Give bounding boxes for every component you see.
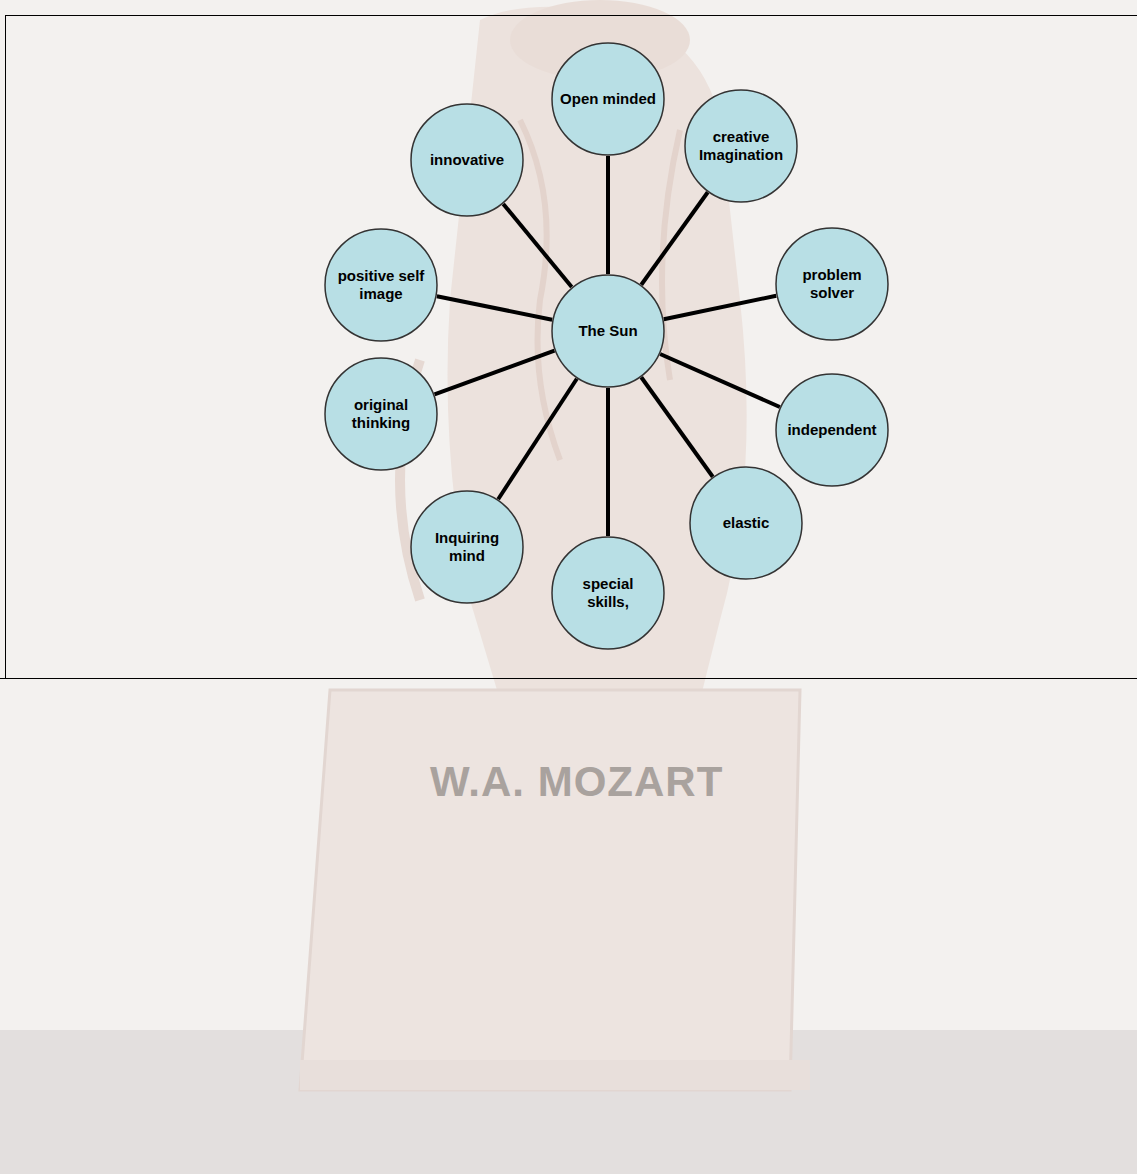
- pedestal-inscription: W.A. MOZART: [430, 758, 723, 806]
- node-text: positive self image: [333, 267, 429, 303]
- trait-circle: Inquiring mind: [410, 490, 524, 604]
- node-text: original thinking: [333, 396, 429, 432]
- spoke-line: [503, 204, 571, 287]
- node-text: special skills,: [560, 575, 656, 611]
- spoke-line: [641, 192, 707, 284]
- trait-circle: positive self image: [324, 228, 438, 342]
- spoke-line: [606, 156, 610, 274]
- trait-circle: innovative: [410, 103, 524, 217]
- spoke-line: [664, 296, 776, 320]
- text-area: special skills,: [560, 536, 656, 650]
- trait-circle: Open minded: [551, 42, 665, 156]
- node-text: Open minded: [560, 90, 656, 108]
- spoke-line: [606, 388, 610, 536]
- trait-circle: special skills,: [551, 536, 665, 650]
- text-area: independent: [784, 373, 880, 487]
- text-area: problem solver: [784, 227, 880, 341]
- node-text: elastic: [723, 514, 770, 532]
- spoke-line: [641, 377, 712, 476]
- text-area: The Sun: [560, 274, 656, 388]
- text-area: elastic: [698, 466, 794, 580]
- trait-circle: original thinking: [324, 357, 438, 471]
- text-area: Open minded: [560, 42, 656, 156]
- trait-circle: independent: [775, 373, 889, 487]
- spoke-line: [437, 296, 552, 319]
- node-text: problem solver: [784, 266, 880, 302]
- text-area: Inquiring mind: [419, 490, 515, 604]
- text-area: creative Imagination: [693, 89, 789, 203]
- spoke-line: [435, 351, 555, 395]
- node-text: innovative: [430, 151, 504, 169]
- text-area: positive self image: [333, 228, 429, 342]
- spoke-line: [660, 354, 780, 407]
- text-area: innovative: [419, 103, 515, 217]
- node-text: The Sun: [578, 322, 637, 340]
- node-text: creative Imagination: [693, 128, 789, 164]
- trait-circle: elastic: [689, 466, 803, 580]
- text-area: original thinking: [333, 357, 429, 471]
- node-text: independent: [787, 421, 876, 439]
- node-text: Inquiring mind: [419, 529, 515, 565]
- trait-circle: creative Imagination: [684, 89, 798, 203]
- hub-circle: The Sun: [551, 274, 665, 388]
- spoke-line: [498, 379, 577, 500]
- trait-circle: problem solver: [775, 227, 889, 341]
